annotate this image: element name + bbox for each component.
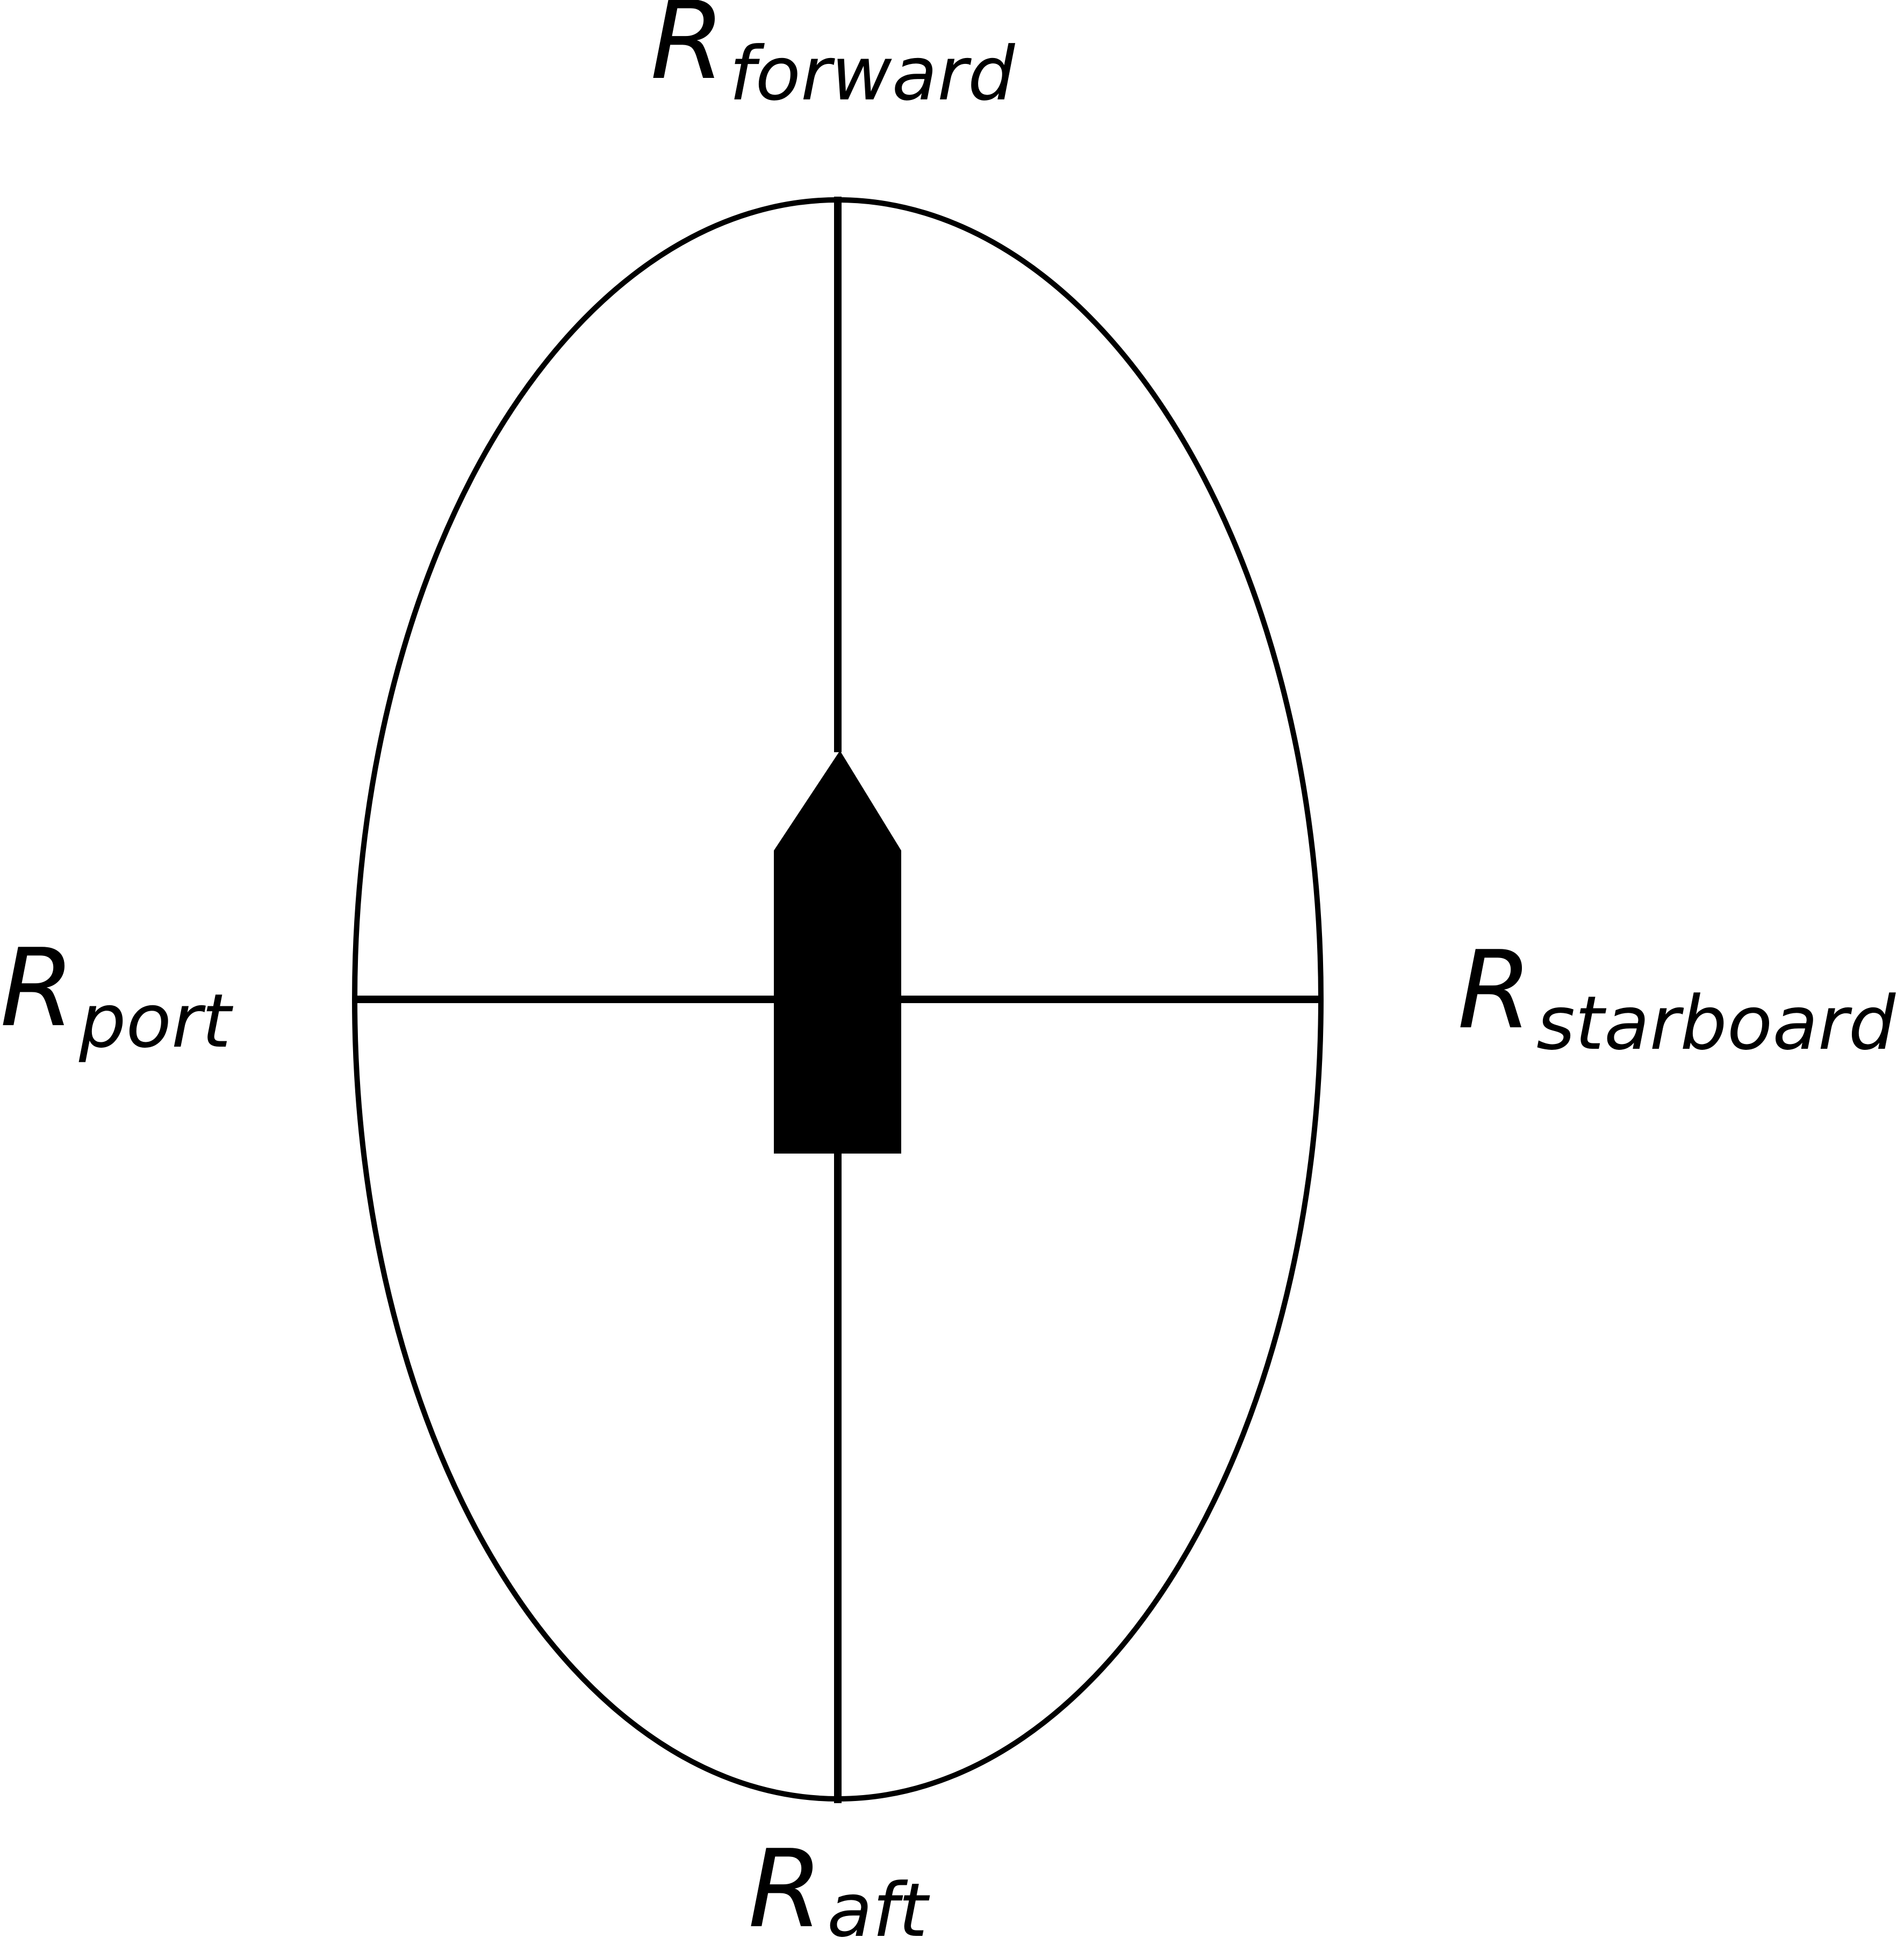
label-r-aft: Raft bbox=[748, 1827, 930, 1945]
label-r-starboard: Rstarboard bbox=[1457, 928, 1896, 1067]
label-r-forward: Rforward bbox=[650, 0, 1016, 117]
ship-icon bbox=[774, 751, 901, 1154]
label-r-port: Rport bbox=[0, 926, 234, 1064]
